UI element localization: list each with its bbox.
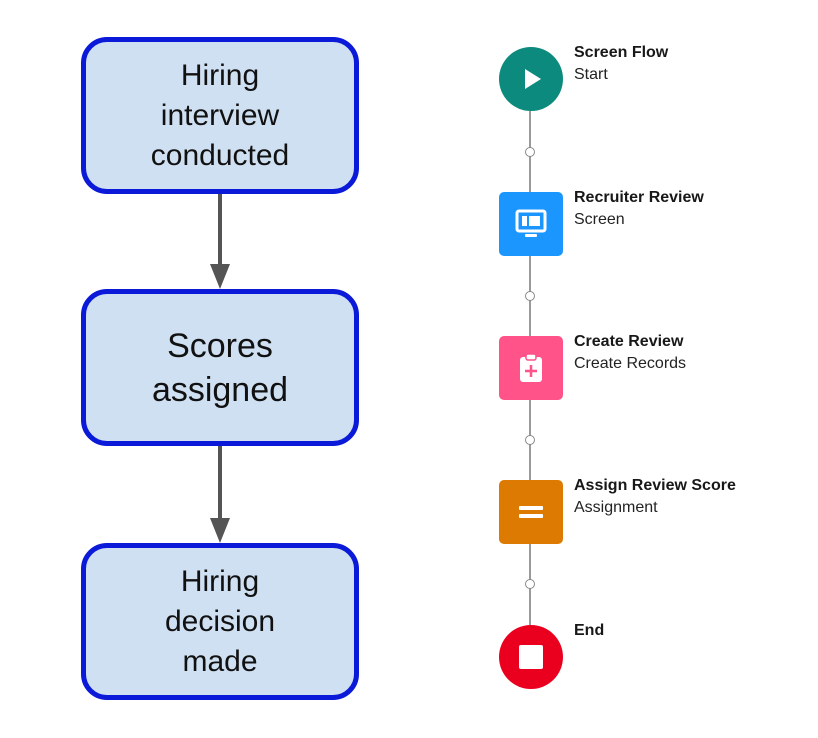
flow-node-label: Create Review Create Records — [574, 331, 686, 375]
flow-node-label: Recruiter Review Screen — [574, 187, 704, 231]
flow-node-title: Recruiter Review — [574, 189, 704, 206]
add-element-connector[interactable] — [525, 291, 535, 301]
flow-node-title: Create Review — [574, 333, 684, 350]
flow-node-assignment[interactable] — [499, 480, 563, 544]
flow-node-label: Screen Flow Start — [574, 42, 668, 86]
process-step-label: Hiring decision made — [164, 564, 276, 678]
arrow-2 — [210, 446, 230, 543]
clipboard-plus-icon — [520, 353, 542, 382]
flow-node-title: Assign Review Score — [574, 477, 736, 494]
flow-node-subtitle: Screen — [574, 211, 625, 228]
arrow-1 — [210, 194, 230, 289]
flow-node-start[interactable] — [499, 47, 563, 111]
flow-node-label: Assign Review Score Assignment — [574, 475, 736, 519]
flow-node-screen[interactable] — [499, 192, 563, 256]
process-step-label: Scores assigned — [151, 326, 289, 409]
flow-node-title: Screen Flow — [574, 44, 669, 61]
flow-node-label: End — [574, 620, 604, 642]
flow-node-subtitle: Start — [574, 66, 608, 83]
process-step-label: Hiring interview conducted — [150, 58, 290, 172]
add-element-connector[interactable] — [525, 579, 535, 589]
flow-node-title: End — [574, 622, 605, 639]
flow-node-subtitle: Assignment — [574, 499, 658, 516]
process-step-scores: Scores assigned — [81, 289, 359, 446]
play-icon — [525, 69, 541, 89]
flow-node-subtitle: Create Records — [574, 355, 687, 372]
flow-node-end[interactable] — [499, 625, 563, 689]
process-step-decision: Hiring decision made — [81, 543, 359, 700]
process-step-interview: Hiring interview conducted — [81, 37, 359, 194]
add-element-connector[interactable] — [525, 435, 535, 445]
flow-node-create-records[interactable] — [499, 336, 563, 400]
add-element-connector[interactable] — [525, 147, 535, 157]
screen-icon — [515, 209, 547, 237]
stop-icon — [519, 645, 543, 669]
equals-icon — [519, 506, 543, 518]
